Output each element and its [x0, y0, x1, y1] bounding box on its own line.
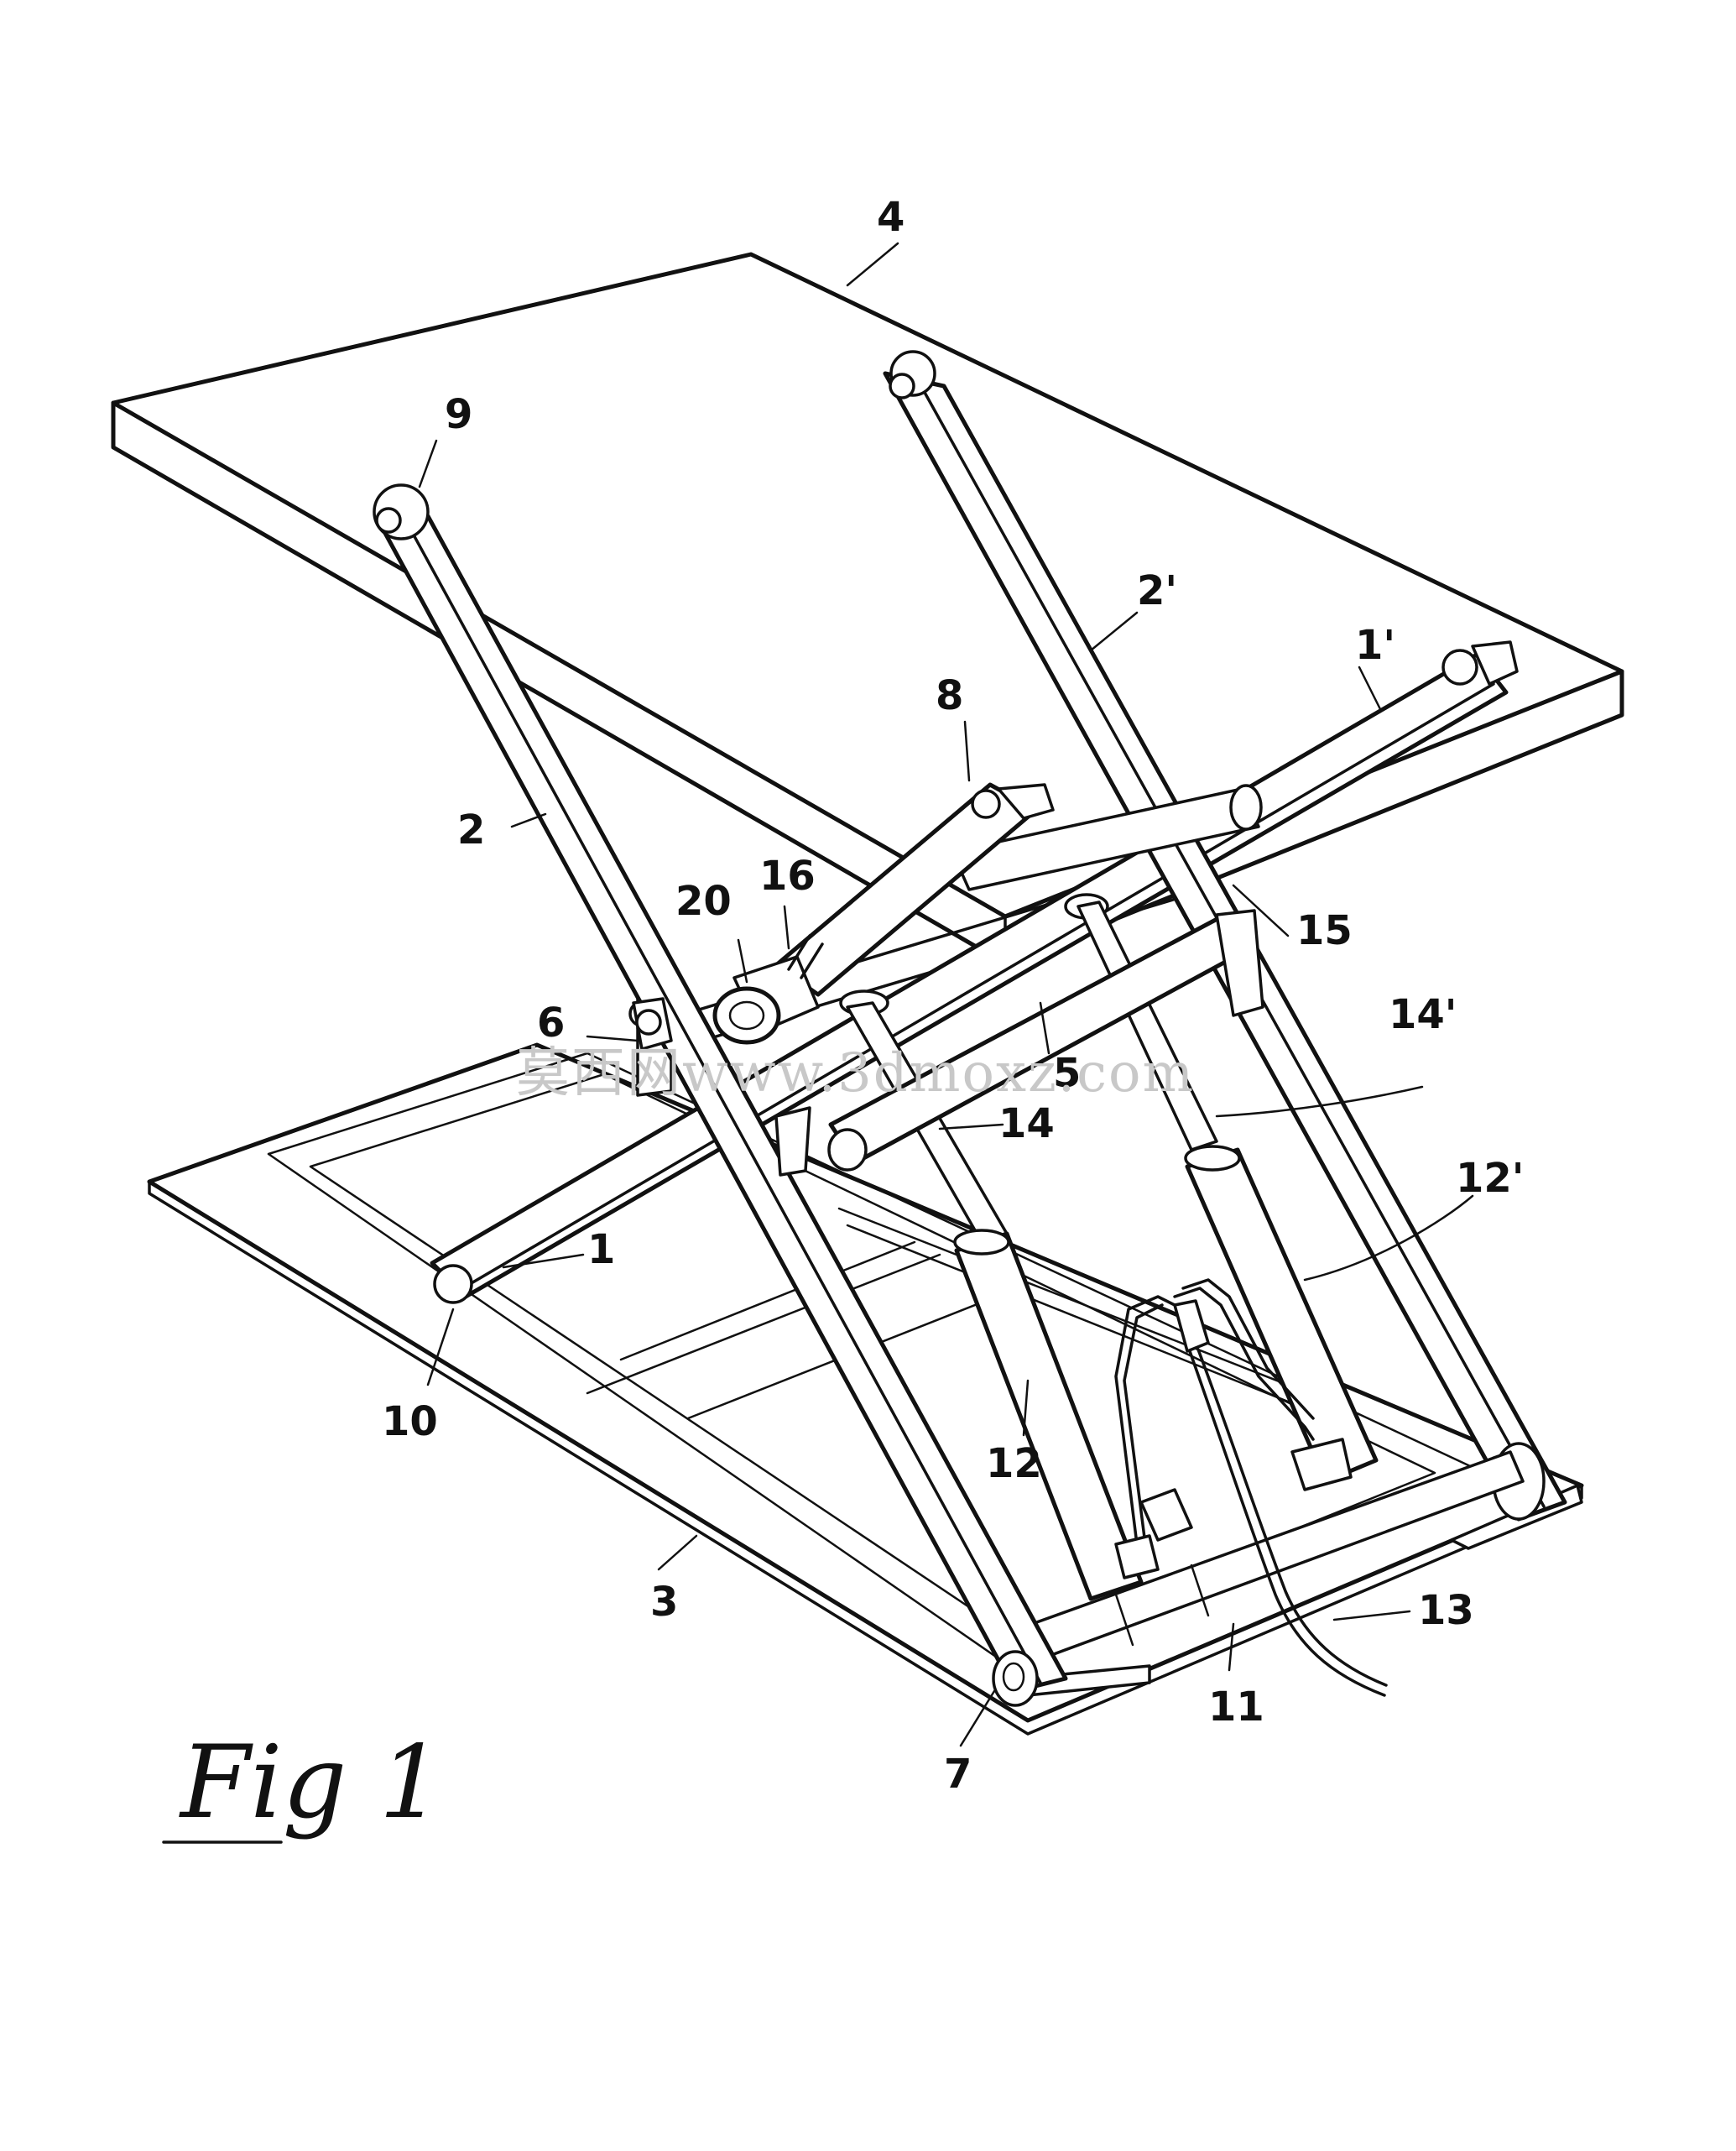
top-cross-tube: [951, 784, 1263, 920]
lower-arm-segment: [827, 909, 1264, 1172]
label-16: 16: [759, 853, 816, 900]
leader-lines: [418, 242, 1474, 1747]
label-4: 4: [877, 194, 904, 241]
reference-labels: 4 9 2' 1' 8 2 20 16 15 6 5 14' 14 12' 1 …: [382, 194, 1525, 1798]
label-8: 8: [936, 672, 963, 719]
label-1prime: 1': [1355, 622, 1395, 669]
hydraulic-cylinder-12prime: [1077, 901, 1379, 1491]
label-14prime: 14': [1389, 991, 1457, 1038]
label-12: 12: [986, 1440, 1042, 1487]
label-7: 7: [944, 1751, 972, 1798]
label-1: 1: [587, 1226, 615, 1273]
sensor-unit-20: [712, 934, 824, 1045]
label-12prime: 12': [1456, 1155, 1525, 1202]
label-14: 14: [998, 1100, 1055, 1147]
label-13: 13: [1418, 1587, 1474, 1634]
label-9: 9: [445, 391, 472, 438]
label-20: 20: [675, 878, 732, 925]
label-3: 3: [650, 1579, 678, 1626]
label-15: 15: [1296, 907, 1353, 954]
figure-caption-text: Fig 1: [179, 1725, 443, 1841]
upper-platform: [111, 252, 1624, 966]
label-11: 11: [1208, 1684, 1264, 1731]
watermark-text: 莫西网www.3dmoxz.com: [516, 1042, 1195, 1104]
label-10: 10: [382, 1398, 438, 1445]
figure-caption: Fig 1: [162, 1725, 443, 1844]
scissor-arm-2: [373, 483, 1068, 1707]
label-6: 6: [537, 1000, 565, 1047]
label-5: 5: [1053, 1050, 1081, 1097]
label-2: 2: [457, 807, 485, 854]
hydraulic-lines: [1114, 1278, 1388, 1697]
label-2prime: 2': [1137, 567, 1177, 614]
